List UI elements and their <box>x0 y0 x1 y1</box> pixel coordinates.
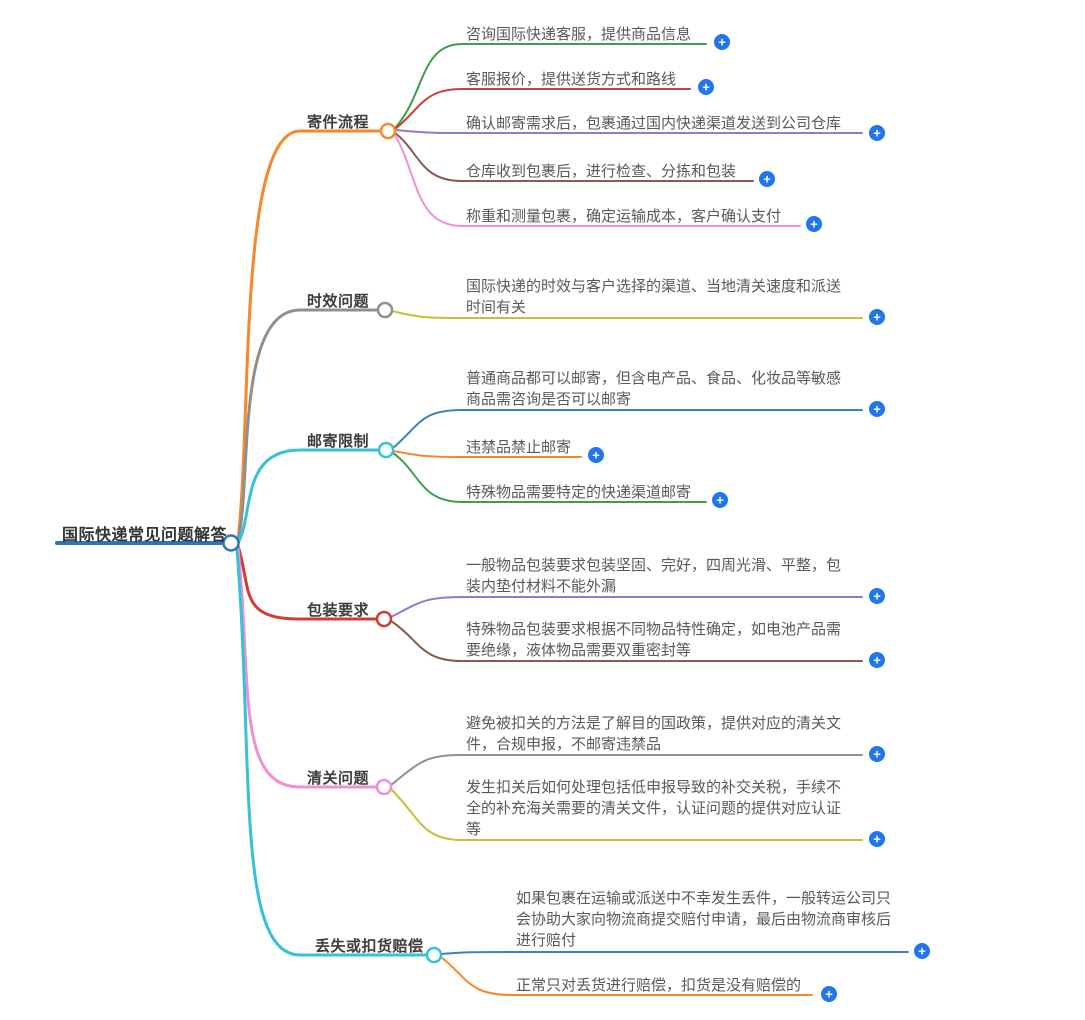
add-child-button[interactable]: + <box>869 309 885 325</box>
branch-connector <box>236 544 379 621</box>
plus-icon: + <box>592 447 600 462</box>
add-child-button[interactable]: + <box>714 34 730 50</box>
leaf-connector <box>390 596 863 618</box>
leaf-connector <box>390 620 863 662</box>
add-child-button[interactable]: + <box>869 652 885 668</box>
leaf-connector <box>440 951 909 955</box>
branch-node-handle[interactable] <box>379 122 397 140</box>
add-child-button[interactable]: + <box>869 588 885 604</box>
plus-icon: + <box>702 79 710 94</box>
leaf-node[interactable]: 普通商品都可以邮寄，但含电产品、食品、化妆品等敏感 商品需咨询是否可以邮寄 <box>466 370 842 408</box>
leaf-node[interactable]: 仓库收到包裹后，进行检查、分拣和包装 <box>466 163 737 180</box>
add-child-button[interactable]: + <box>869 125 885 141</box>
leaf-node[interactable]: 如果包裹在运输或派送中不幸发生丢件，一般转运公司只 会协助大家向物流商提交赔付申… <box>516 890 892 949</box>
add-child-button[interactable]: + <box>821 986 837 1002</box>
plus-icon: + <box>825 986 833 1001</box>
plus-icon: + <box>873 652 881 667</box>
branch-connector <box>236 448 381 545</box>
leaf-connector <box>391 310 863 319</box>
leaf-connector <box>392 409 863 449</box>
leaf-node[interactable]: 避免被扣关的方法是了解目的国政策，提供对应的清关文 件，合规申报，不邮寄违禁品 <box>466 715 842 753</box>
leaf-connector <box>394 134 801 227</box>
add-child-button[interactable]: + <box>806 216 822 232</box>
leaf-node[interactable]: 特殊物品包装要求根据不同物品特性确定，如电池产品需 要绝缘，液体物品需要双重密封… <box>466 621 842 659</box>
leaf-connector <box>394 129 863 134</box>
leaf-connector <box>390 788 863 841</box>
branch-label-3[interactable]: 邮寄限制 <box>307 433 370 450</box>
plus-icon: + <box>718 34 726 49</box>
root-node-handle[interactable] <box>222 534 240 552</box>
leaf-connector <box>394 88 691 130</box>
leaf-node[interactable]: 违禁品禁止邮寄 <box>466 439 572 456</box>
plus-icon: + <box>873 588 881 603</box>
leaf-node[interactable]: 特殊物品需要特定的快递渠道邮寄 <box>466 484 692 501</box>
branch-connector <box>236 546 379 789</box>
plus-icon: + <box>918 943 926 958</box>
branch-label-6[interactable]: 丢失或扣货赔偿 <box>315 938 424 955</box>
plus-icon: + <box>716 492 724 507</box>
leaf-connector <box>440 956 813 996</box>
branch-connector <box>235 548 429 957</box>
branch-node-handle[interactable] <box>425 946 443 964</box>
add-child-button[interactable]: + <box>869 746 885 762</box>
add-child-button[interactable]: + <box>712 492 728 508</box>
branch-node-handle[interactable] <box>377 441 395 459</box>
plus-icon: + <box>873 309 881 324</box>
branch-node-handle[interactable] <box>375 610 393 628</box>
leaf-node[interactable]: 客服报价，提供送货方式和路线 <box>466 71 677 88</box>
leaf-connector <box>390 754 863 786</box>
branch-label-4[interactable]: 包装要求 <box>307 602 370 619</box>
leaf-node[interactable]: 咨询国际快递客服，提供商品信息 <box>466 26 692 43</box>
plus-icon: + <box>873 401 881 416</box>
plus-icon: + <box>873 125 881 140</box>
branch-connector <box>236 129 383 542</box>
root-node-label[interactable]: 国际快递常见问题解答 <box>62 527 228 544</box>
add-child-button[interactable]: + <box>588 447 604 463</box>
plus-icon: + <box>873 831 881 846</box>
leaf-node[interactable]: 称重和测量包裹，确定运输成本，客户确认支付 <box>466 208 782 225</box>
leaf-node[interactable]: 发生扣关后如何处理包括低申报导致的补交关税，手续不 全的补充海关需要的清关文件，… <box>466 779 842 838</box>
leaf-connector <box>392 450 582 458</box>
leaf-connector <box>392 452 707 503</box>
leaf-connector <box>394 132 754 182</box>
branch-node-handle[interactable] <box>376 301 394 319</box>
add-child-button[interactable]: + <box>869 831 885 847</box>
add-child-button[interactable]: + <box>914 943 930 959</box>
add-child-button[interactable]: + <box>869 401 885 417</box>
leaf-node[interactable]: 一般物品包装要求包装坚固、完好，四周光滑、平整，包 装内垫付材料不能外漏 <box>466 557 842 595</box>
add-child-button[interactable]: + <box>698 79 714 95</box>
branch-label-5[interactable]: 清关问题 <box>307 770 370 787</box>
leaf-node[interactable]: 国际快递的时效与客户选择的渠道、当地清关速度和派送 时间有关 <box>466 278 842 316</box>
branch-node-handle[interactable] <box>375 778 393 796</box>
plus-icon: + <box>873 746 881 761</box>
branch-label-1[interactable]: 寄件流程 <box>307 114 370 131</box>
branch-label-2[interactable]: 时效问题 <box>307 293 370 310</box>
leaf-node[interactable]: 确认邮寄需求后，包裹通过国内快递渠道发送到公司仓库 <box>466 115 842 132</box>
leaf-node[interactable]: 正常只对丢货进行赔偿，扣货是没有赔偿的 <box>516 977 802 994</box>
leaf-connector <box>394 43 707 129</box>
plus-icon: + <box>810 216 818 231</box>
add-child-button[interactable]: + <box>759 171 775 187</box>
plus-icon: + <box>763 171 771 186</box>
branch-connector <box>236 308 380 543</box>
